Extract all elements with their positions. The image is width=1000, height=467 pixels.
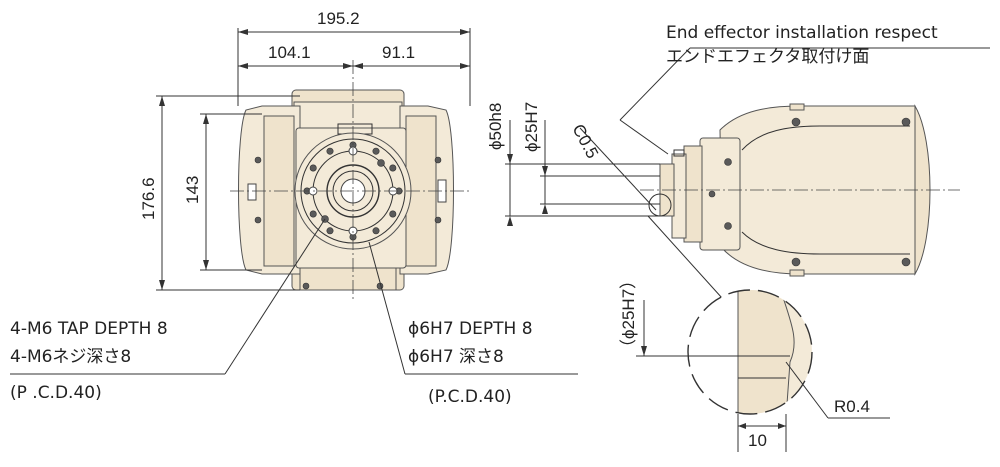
- dim-radius: R0.4: [834, 397, 870, 416]
- flange-bolt-hole: [372, 147, 380, 155]
- callout-leaders: [10, 218, 578, 375]
- flange-bolt-hole: [372, 227, 380, 235]
- dimension-lines-front: [156, 28, 471, 291]
- flange-bolt-hole: [389, 210, 397, 218]
- pin-callout-pcd: (P.C.D.40): [428, 387, 512, 407]
- flange-bolt-hole: [309, 210, 317, 218]
- end-effector-label-jp: エンドエフェクタ取付け面: [666, 47, 869, 67]
- dimension-lines-side: [505, 47, 990, 299]
- pin-callout-en: ϕ6H7 DEPTH 8: [408, 319, 533, 339]
- side-view: [640, 103, 960, 277]
- flange-bolt-hole: [309, 164, 317, 172]
- flange-bolt-hole: [389, 164, 397, 172]
- dim-left-width: 104.1: [268, 43, 311, 62]
- flange-bolt-hole: [326, 227, 334, 235]
- dim-overall-width: 195.2: [317, 9, 360, 28]
- dim-inner-height: 143: [183, 176, 202, 204]
- flange-bolt-hole: [326, 147, 334, 155]
- tap-callout-jp: 4-M6ネジ深さ8: [10, 347, 131, 367]
- end-effector-label-en: End effector installation respect: [666, 23, 938, 43]
- dim-detail-depth: 10: [748, 431, 767, 450]
- dim-chamfer: C0.5: [568, 121, 602, 162]
- front-view: [230, 60, 470, 300]
- dim-overall-height: 176.6: [139, 177, 158, 220]
- pin-callout-jp: ϕ6H7 深さ8: [408, 347, 504, 367]
- dim-shaft-dia: ϕ50h8: [486, 103, 505, 150]
- tap-callout-pcd: (P .C.D.40): [10, 383, 102, 403]
- dim-bore-dia: ϕ25H7: [522, 102, 541, 152]
- tap-callout-en: 4-M6 TAP DEPTH 8: [10, 319, 168, 339]
- dim-right-width: 91.1: [382, 43, 415, 62]
- detail-view: [636, 289, 890, 452]
- dim-detail-bore: （ϕ25H7）: [619, 272, 638, 356]
